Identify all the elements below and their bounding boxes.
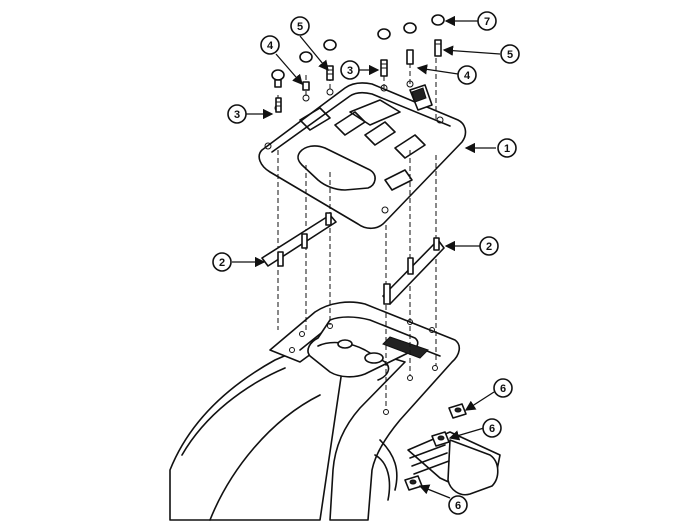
callout-label: 4 <box>267 40 274 52</box>
callout-1: 1 <box>497 138 517 158</box>
callout-label: 3 <box>347 65 353 77</box>
callout-4-left: 4 <box>260 35 280 55</box>
brackets <box>261 212 445 305</box>
callout-label: 2 <box>486 241 492 253</box>
bolts <box>271 14 445 113</box>
callout-5-left: 5 <box>290 16 310 36</box>
callout-label: 1 <box>504 143 510 155</box>
callout-3-right: 3 <box>340 60 360 80</box>
callout-2-right: 2 <box>479 236 499 256</box>
callout-label: 6 <box>500 383 506 395</box>
callout-label: 6 <box>489 423 495 435</box>
callout-label: 6 <box>455 500 461 512</box>
callout-label: 5 <box>297 21 303 33</box>
callout-4-right: 4 <box>457 65 477 85</box>
callout-5-right: 5 <box>500 44 520 64</box>
callout-2-left: 2 <box>212 252 232 272</box>
callout-label: 4 <box>464 70 471 82</box>
callout-label: 5 <box>507 49 513 61</box>
callout-3-left: 3 <box>227 104 247 124</box>
callout-6-bottom: 6 <box>448 495 468 515</box>
callout-label: 3 <box>234 109 240 121</box>
top-plate <box>258 80 467 230</box>
callout-label: 2 <box>219 257 225 269</box>
motorcycle-seat <box>169 346 346 521</box>
callout-7: 7 <box>477 11 497 31</box>
callout-label: 7 <box>484 16 490 28</box>
turn-signal <box>407 431 501 496</box>
callout-6-middle: 6 <box>482 418 502 438</box>
bike-rear-rack <box>269 301 461 521</box>
callout-6-top: 6 <box>493 378 513 398</box>
leader-lines <box>232 15 501 499</box>
